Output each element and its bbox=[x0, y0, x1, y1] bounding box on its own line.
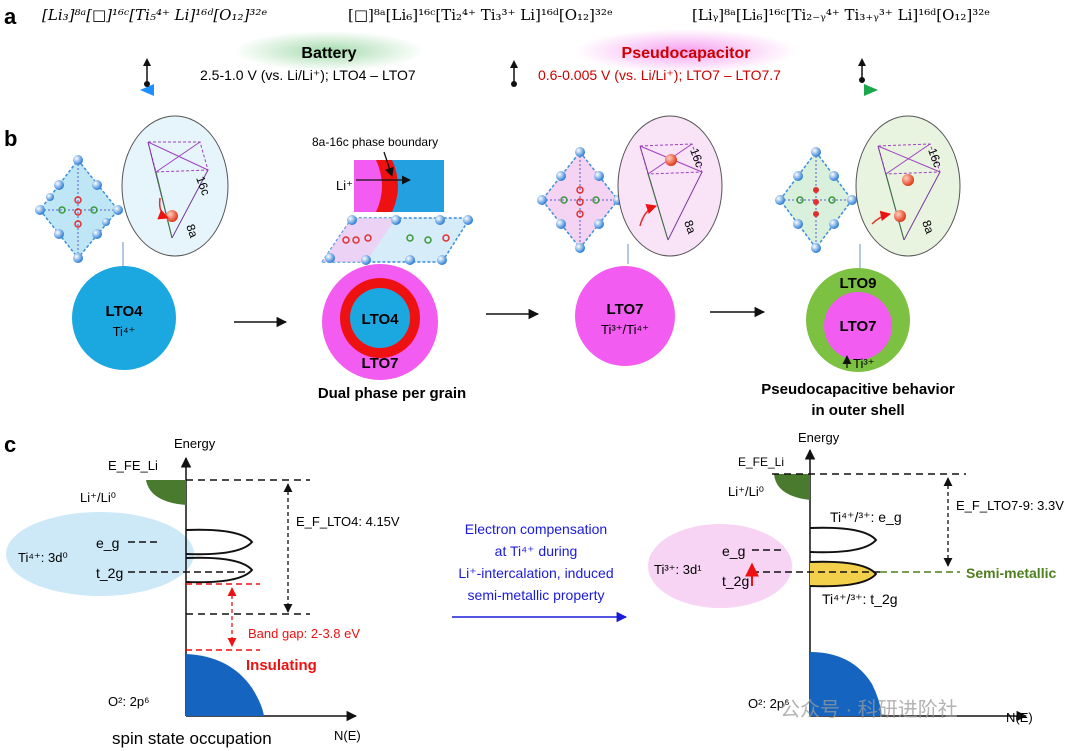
o2p-label-right: O²: 2p⁶ bbox=[748, 696, 789, 711]
energy-label-left: Energy bbox=[174, 436, 216, 451]
t2g-band-right bbox=[809, 560, 878, 588]
li-band-right bbox=[774, 474, 810, 500]
pseudo-caption-line1: Pseudocapacitive behavior bbox=[761, 381, 955, 398]
phase-boundary-schematic bbox=[354, 151, 444, 212]
pseudocapacitor-title: Pseudocapacitor bbox=[622, 45, 751, 62]
compensation-text-1: Electron compensation bbox=[465, 521, 607, 537]
phase-boundary-label: 8a-16c phase boundary bbox=[312, 135, 438, 149]
spin-caption: spin state occupation bbox=[112, 729, 272, 748]
band-gap-label: Band gap: 2-3.8 eV bbox=[248, 626, 360, 641]
dual-phase-core-label: LTO4 bbox=[362, 311, 400, 328]
battery-title: Battery bbox=[301, 45, 356, 62]
insulating-label: Insulating bbox=[246, 657, 317, 674]
watermark: 公众号 · 科研进阶社 bbox=[780, 698, 958, 721]
lattice-lto4 bbox=[35, 155, 123, 263]
panel-letter-a: a bbox=[4, 4, 17, 29]
dos-label-left: N(E) bbox=[334, 728, 361, 743]
formula-lto7: [□]⁸ᵃ[Li₆]¹⁶ᶜ[Ti₂⁴⁺ Ti₃³⁺ Li]¹⁶ᵈ[O₁₂]³²ᵉ bbox=[348, 6, 613, 24]
site-16c-label-lto4: 16c bbox=[193, 174, 213, 197]
energy-label-right: Energy bbox=[798, 430, 840, 445]
grain-lto4-label: LTO4 bbox=[106, 303, 144, 320]
ti4-config-left: Ti⁴⁺: 3d⁰ bbox=[18, 550, 68, 565]
pseudo-caption-line2: in outer shell bbox=[811, 402, 904, 419]
li-couple-right: Li⁺/Li⁰ bbox=[728, 484, 764, 499]
compensation-text-4: semi-metallic property bbox=[468, 587, 605, 603]
li-couple-left: Li⁺/Li⁰ bbox=[80, 490, 116, 505]
lattice-dual-phase bbox=[320, 215, 473, 265]
compensation-text-3: Li⁺-intercalation, induced bbox=[458, 565, 613, 581]
site-bubble-lto9 bbox=[855, 115, 961, 257]
lattice-lto7 bbox=[537, 147, 623, 253]
pseudocapacitor-glow bbox=[576, 29, 796, 73]
grain-dual-phase-core bbox=[350, 288, 410, 348]
eg-band-left bbox=[185, 528, 254, 556]
t2g-occupied-fill bbox=[810, 561, 876, 587]
voltage-axis-arrow bbox=[140, 84, 878, 96]
grain-lto7-label: LTO7 bbox=[607, 301, 644, 318]
panel-letter-b: b bbox=[4, 126, 17, 151]
ti3-note: Ti³⁺ bbox=[853, 356, 875, 371]
o2p-band-left bbox=[186, 654, 264, 716]
dual-phase-shell-label: LTO7 bbox=[362, 355, 399, 372]
eg-band-right bbox=[809, 526, 878, 554]
battery-voltage-range: 2.5-1.0 V (vs. Li/Li⁺); LTO4 – LTO7 bbox=[200, 67, 416, 83]
lattice-lto9 bbox=[775, 147, 857, 253]
grain-lto4-oxidation: Ti⁴⁺ bbox=[113, 324, 136, 339]
ti4-bubble-left bbox=[6, 512, 194, 596]
dos-label-right: N(E) bbox=[1006, 710, 1033, 725]
compensation-text-2: at Ti⁴⁺ during bbox=[495, 543, 578, 559]
grain-lto9-core bbox=[824, 292, 892, 360]
panel-letter-c: c bbox=[4, 432, 16, 457]
ti-eg-label-right: Ti⁴⁺/³⁺: e_g bbox=[830, 509, 902, 525]
site-16c-label-lto7: 16c bbox=[687, 146, 707, 169]
site-8a-label-lto7: 8a bbox=[681, 218, 699, 236]
dual-phase-caption: Dual phase per grain bbox=[318, 385, 466, 402]
grain-lto7-oxidation: Ti³⁺/Ti⁴⁺ bbox=[601, 322, 649, 337]
state-marker-lto9 bbox=[858, 58, 866, 83]
ef-label-right: E_F_LTO7-9: 3.3V bbox=[956, 498, 1064, 513]
site-bubble-lto4 bbox=[121, 115, 229, 257]
efe-label-right: E_FE_Li bbox=[738, 455, 784, 469]
efe-label-left: E_FE_Li bbox=[108, 458, 158, 473]
li-band-left bbox=[146, 480, 186, 505]
semimetallic-label: Semi-metallic bbox=[966, 565, 1056, 581]
grain-lto9-core-label: LTO7 bbox=[840, 318, 877, 335]
o2p-label-left: O²: 2p⁶ bbox=[108, 694, 149, 709]
site-bubble-lto7 bbox=[617, 115, 723, 257]
t2g-label-right: t_2g bbox=[722, 573, 749, 589]
pseudocapacitor-voltage-range: 0.6-0.005 V (vs. Li/Li⁺); LTO7 – LTO7.7 bbox=[538, 67, 781, 83]
ti-t2g-label-right: Ti⁴⁺/³⁺: t_2g bbox=[822, 591, 898, 607]
eg-label-right: e_g bbox=[722, 543, 745, 559]
eg-label-left: e_g bbox=[96, 535, 119, 551]
t2g-band-left bbox=[185, 556, 254, 584]
ti3-config-right: Ti³⁺: 3d¹ bbox=[654, 562, 702, 577]
state-marker-lto7 bbox=[510, 60, 518, 87]
site-16c-label-lto9: 16c bbox=[925, 146, 945, 169]
grain-lto7 bbox=[575, 266, 675, 366]
battery-glow bbox=[234, 31, 424, 71]
grain-lto4 bbox=[72, 266, 176, 370]
state-marker-lto4 bbox=[143, 58, 151, 87]
formula-lto9: [Liᵧ]⁸ᵃ[Li₆]¹⁶ᶜ[Ti₂₋ᵧ⁴⁺ Ti₃₊ᵧ³⁺ Li]¹⁶ᵈ[O… bbox=[692, 6, 990, 24]
ef-label-left: E_F_LTO4: 4.15V bbox=[296, 514, 400, 529]
site-8a-label-lto9: 8a bbox=[919, 218, 937, 236]
o2p-band-right bbox=[810, 652, 882, 716]
ti3-bubble-right bbox=[648, 524, 792, 608]
grain-lto9-label: LTO9 bbox=[840, 275, 877, 292]
formula-lto4: [Li₃]⁸ᵃ[□]¹⁶ᶜ[Ti₅⁴⁺ Li]¹⁶ᵈ[O₁₂]³²ᵉ bbox=[42, 6, 267, 24]
site-8a-label-lto4: 8a bbox=[183, 222, 201, 240]
li-plus-label: Li⁺ bbox=[336, 178, 353, 193]
t2g-label-left: t_2g bbox=[96, 565, 123, 581]
